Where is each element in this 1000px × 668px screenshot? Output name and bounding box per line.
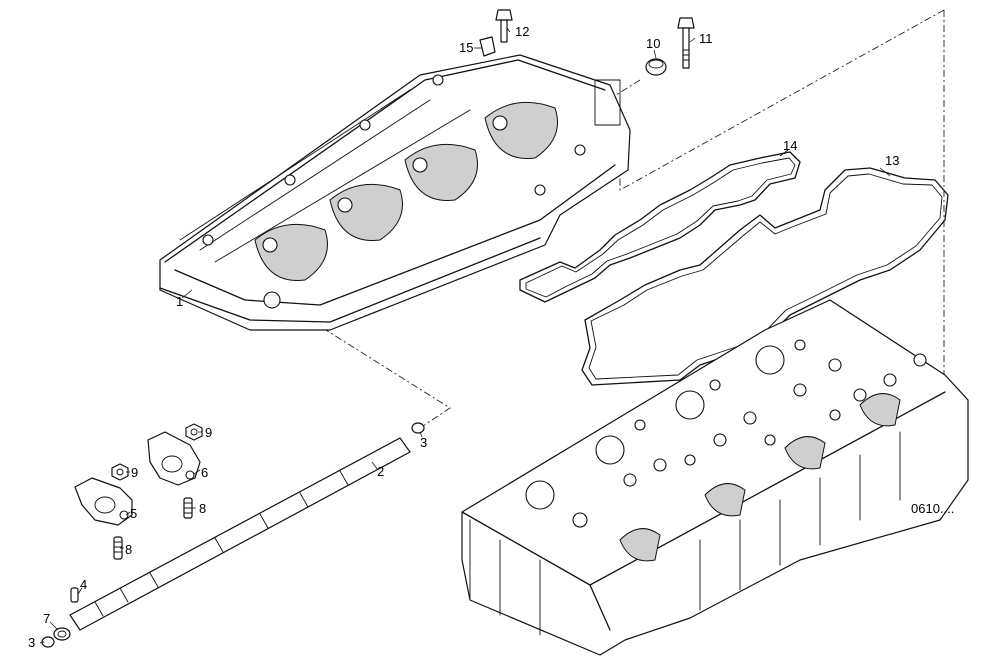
label-part-14: 14	[783, 138, 797, 153]
label-part-7: 7	[43, 611, 50, 626]
label-part-8-b: 8	[125, 542, 132, 557]
plug-part-3-b	[41, 636, 55, 648]
nut-part-9-a	[185, 423, 203, 441]
label-part-9-b: 9	[131, 465, 138, 480]
gasket-part-14	[519, 151, 801, 303]
rocker-arm-part-6	[147, 431, 201, 486]
rocker-housing-part-1	[159, 54, 631, 331]
label-part-6: 6	[201, 465, 208, 480]
label-part-9-a: 9	[205, 425, 212, 440]
label-part-13: 13	[885, 153, 899, 168]
label-part-12: 12	[515, 24, 529, 39]
label-part-15: 15	[459, 40, 473, 55]
sleeve-part-15	[479, 36, 496, 57]
cylinder-head	[461, 299, 969, 656]
label-part-1: 1	[176, 294, 183, 309]
label-part-5: 5	[130, 506, 137, 521]
nut-part-9-b	[111, 463, 129, 481]
label-part-4: 4	[80, 577, 87, 592]
screw-part-8-b	[113, 536, 123, 560]
bolt-part-11	[677, 17, 695, 69]
screw-part-8-a	[183, 497, 193, 519]
pin-part-4	[70, 587, 79, 603]
rocker-shaft-part-2	[69, 437, 411, 631]
ring-part-7	[53, 627, 71, 641]
label-part-3-b: 3	[28, 635, 35, 650]
label-part-11: 11	[699, 31, 713, 46]
label-part-2: 2	[377, 464, 384, 479]
rocker-arm-part-5	[74, 477, 133, 526]
gasket-part-13	[581, 167, 949, 386]
reference-code: 0610....	[911, 501, 954, 516]
bolt-part-12	[495, 9, 513, 43]
label-part-3-a: 3	[420, 435, 427, 450]
label-part-8-a: 8	[199, 501, 206, 516]
label-part-10: 10	[646, 36, 660, 51]
plug-part-3-a	[411, 422, 425, 434]
cap-part-10	[645, 58, 667, 76]
leader-lines	[39, 27, 891, 644]
